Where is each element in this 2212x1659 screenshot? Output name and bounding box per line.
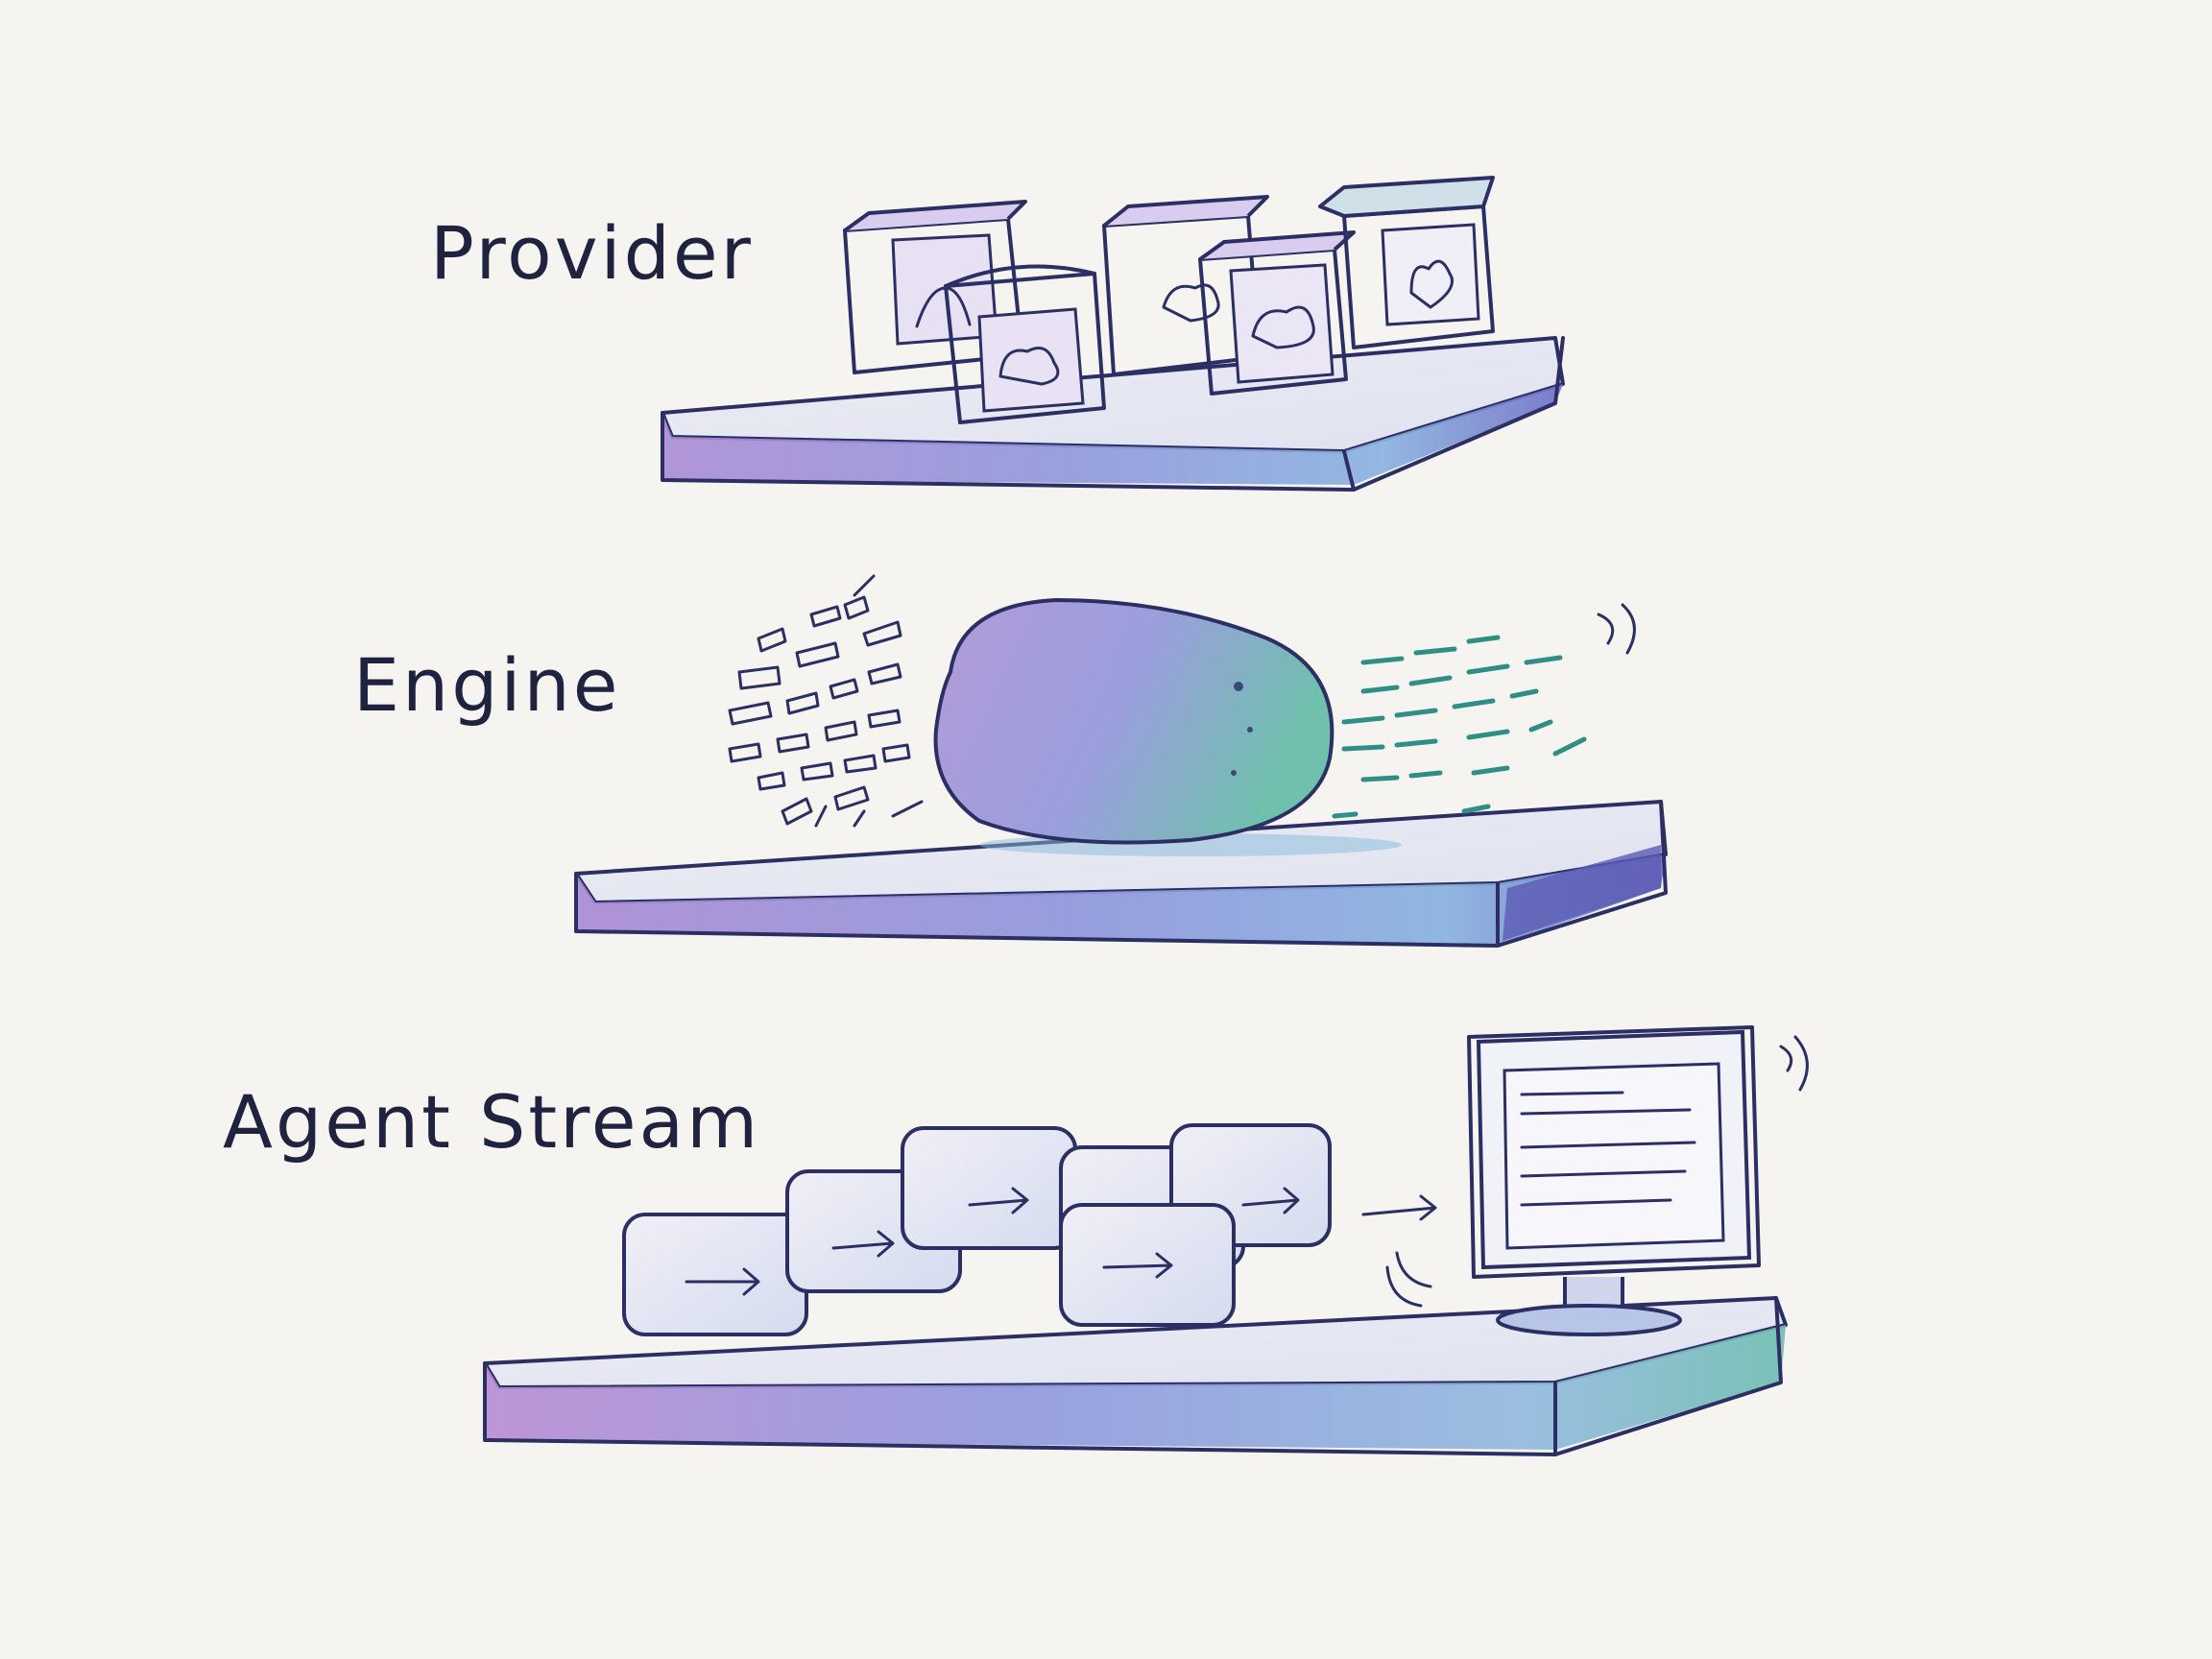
message-tile-3 bbox=[901, 1126, 1077, 1250]
provider-label: Provider bbox=[430, 210, 754, 296]
monitor-stand bbox=[1496, 1304, 1682, 1336]
cloud-icon bbox=[1162, 283, 1220, 323]
arrow-to-monitor bbox=[1361, 1194, 1437, 1221]
agent-stream-label: Agent Stream bbox=[223, 1079, 760, 1165]
monitor bbox=[1385, 1025, 1809, 1336]
message-tiles bbox=[622, 1123, 1437, 1336]
engine-label: Engine bbox=[353, 642, 620, 728]
heart-cloud-icon bbox=[1409, 259, 1454, 309]
engine-core bbox=[933, 597, 1402, 856]
engine-layer: Engine bbox=[353, 574, 1668, 948]
provider-box-4 bbox=[1198, 230, 1356, 396]
provider-layer: Provider bbox=[430, 176, 1565, 492]
cloud-icon bbox=[998, 347, 1060, 386]
provider-slab bbox=[661, 336, 1565, 492]
provider-box-2 bbox=[944, 264, 1106, 424]
message-tile-1 bbox=[622, 1213, 808, 1336]
message-tile-6 bbox=[1059, 1203, 1236, 1327]
provider-boxes bbox=[843, 176, 1495, 424]
outgoing-data-stream bbox=[1332, 603, 1636, 819]
cloud-icon bbox=[1251, 305, 1315, 349]
agent-stream-layer: Agent Stream bbox=[223, 1025, 1809, 1456]
incoming-data-fragments bbox=[728, 574, 924, 828]
provider-box-5 bbox=[1318, 176, 1495, 349]
